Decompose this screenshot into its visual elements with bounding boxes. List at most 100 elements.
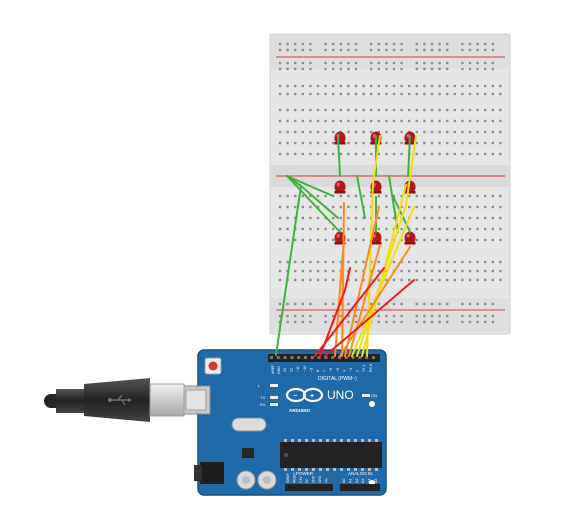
breadboard-hole [286,92,289,96]
breadboard-hole [294,48,297,52]
led[interactable] [404,231,416,245]
breadboard-hole [468,42,472,46]
wire-green[interactable] [286,175,334,197]
usb-cable [44,378,185,422]
breadboard-hole [309,194,312,198]
breadboard-hole [324,278,327,282]
breadboard-hole [400,260,403,264]
aref-label: AREF [271,364,275,374]
breadboard-hole [347,278,350,282]
breadboard-hole [370,269,373,273]
wire-red[interactable] [324,279,415,357]
breadboard-hole [294,205,297,209]
breadboard-hole [316,152,320,156]
chip-pin [298,468,301,471]
top-power-rail [271,35,509,69]
wire-yellow[interactable] [366,135,381,357]
breadboard-hole [468,216,472,220]
breadboard-hole [309,108,312,112]
chip-pin [368,439,371,442]
logo-plus: + [310,393,314,400]
breadboard-hole [309,238,312,242]
breadboard-hole [324,269,327,273]
breadboard-hole [499,269,502,273]
logo-minus: – [294,393,298,400]
breadboard-hole [301,320,304,324]
breadboard-hole [286,42,289,46]
breadboard-hole [316,141,320,145]
breadboard-hole [316,260,320,264]
breadboard-hole [339,152,342,156]
breadboard-hole [278,302,282,306]
breadboard-hole [438,67,441,71]
breadboard-hole [438,205,441,209]
breadboard-hole [476,67,479,71]
breadboard-hole [415,314,418,318]
breadboard-hole [430,216,434,220]
breadboard-hole [332,42,335,46]
breadboard-hole [370,84,373,88]
wire-orange[interactable] [344,206,380,357]
breadboard-hole [468,84,472,88]
breadboard-hole [400,152,403,156]
breadboard-hole [438,130,441,134]
breadboard-hole [415,67,418,71]
breadboard-hole [461,278,464,282]
breadboard-hole [286,205,289,209]
breadboard-hole [286,84,289,88]
digital-pin-label: ~9 [309,368,313,372]
led[interactable] [334,180,346,194]
breadboard-hole [377,48,380,52]
breadboard-hole [415,278,418,282]
wire-green[interactable] [286,175,341,233]
led[interactable] [334,131,346,145]
capacitor-right-top [263,476,271,484]
breadboard-hole [484,320,487,324]
wire-green[interactable] [356,175,366,219]
breadboard-hole [438,42,441,46]
wire-orange[interactable] [348,244,381,357]
breadboard-hole [339,61,342,65]
breadboard-hole [278,119,282,123]
breadboard-hole [385,227,388,231]
breadboard-hole [339,119,342,123]
reset-button-cap[interactable] [208,361,218,371]
wire-orange[interactable] [334,242,345,357]
wire-yellow[interactable] [351,206,415,357]
wire-orange[interactable] [339,246,411,357]
wire-green[interactable] [407,135,411,177]
breadboard-hole [484,92,487,96]
breadboard-hole [354,260,358,264]
breadboard-hole [385,141,388,145]
wire-orange[interactable] [341,202,345,357]
breadboard-hole [309,205,312,209]
breadboard-hole [453,92,456,96]
breadboard-hole [385,67,388,71]
breadboard-hole [294,278,297,282]
wire-red[interactable] [314,267,385,357]
breadboard-hole [278,84,282,88]
breadboard-hole [370,130,373,134]
breadboard-hole [476,84,479,88]
breadboard-hole [430,61,434,65]
breadboard-hole [354,61,358,65]
breadboard-hole [294,108,297,112]
breadboard-hole [347,61,350,65]
breadboard-hole [385,119,388,123]
breadboard-hole [499,152,502,156]
wire-green[interactable] [337,135,341,177]
breadboard-hole [332,48,335,52]
breadboard-hole [491,108,494,112]
breadboard-hole [476,227,479,231]
breadboard-hole [446,92,449,96]
wire-red[interactable] [319,267,351,357]
breadboard-hole [347,302,350,306]
power-pin-label: Vin [324,478,328,483]
breadboard-hole [484,216,487,220]
wire-yellow[interactable] [361,184,407,357]
breadboard-hole [392,92,396,96]
breadboard-hole [309,152,312,156]
breadboard-hole [415,84,418,88]
breadboard-hole [316,216,320,220]
wire-green[interactable] [300,185,339,219]
